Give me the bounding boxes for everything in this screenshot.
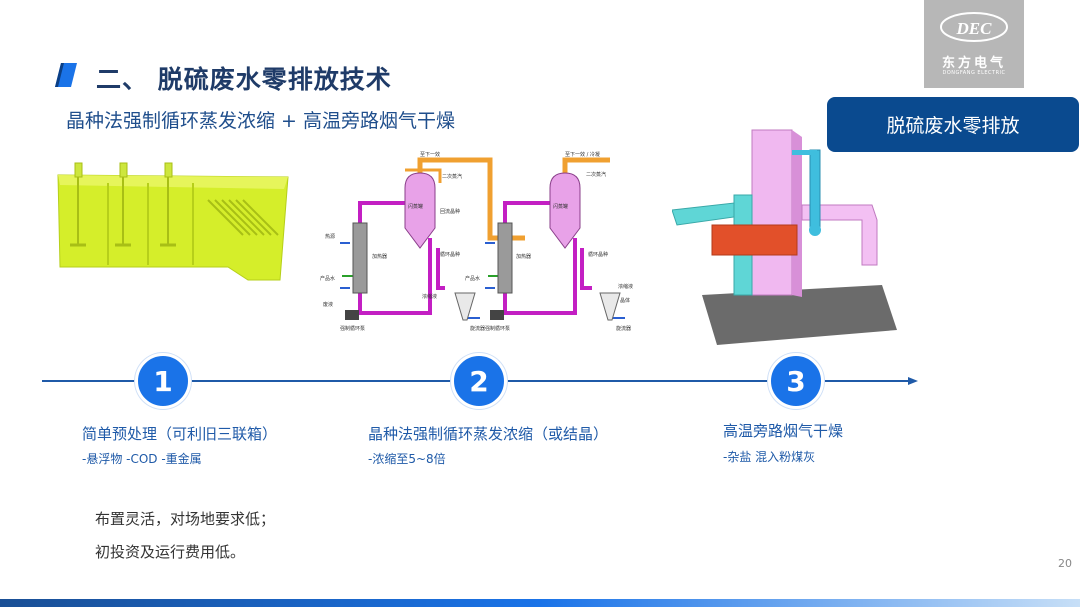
svg-text:二次蒸汽: 二次蒸汽 xyxy=(442,173,462,180)
svg-text:旋流器: 旋流器 xyxy=(470,325,485,332)
step-2-title: 晶种法强制循环蒸发浓缩（或结晶） xyxy=(368,425,609,443)
step-1-badge: 1 xyxy=(135,353,191,409)
note-layout: 布置灵活，对场地要求低； xyxy=(95,510,276,528)
page-title: 二、 脱硫废水零排放技术 xyxy=(96,65,392,94)
step-3-detail: -杂盐 混入粉煤灰 xyxy=(723,450,816,464)
step-2-detail: -浓缩至5~8倍 xyxy=(368,452,446,466)
svg-text:二次蒸汽: 二次蒸汽 xyxy=(586,171,606,178)
svg-text:循环晶种: 循环晶种 xyxy=(588,251,608,258)
company-logo: DEC 东方电气 DONGFANG ELECTRIC xyxy=(924,0,1024,88)
svg-text:浓缩液: 浓缩液 xyxy=(618,283,633,290)
evaporation-process-diagram: 至下一效 至下一效 / 冷凝 二次蒸汽 二次蒸汽 闪蒸罐 闪蒸罐 热源 加热器 … xyxy=(320,151,633,332)
svg-text:热源: 热源 xyxy=(325,233,335,240)
page-subtitle: 晶种法强制循环蒸发浓缩 + 高温旁路烟气干燥 xyxy=(66,110,456,132)
svg-text:旋流器: 旋流器 xyxy=(616,325,631,332)
dec-logo-icon: DEC xyxy=(940,12,1008,42)
title-marker-icon xyxy=(55,63,77,87)
svg-text:至下一效 / 冷凝: 至下一效 / 冷凝 xyxy=(565,151,600,158)
svg-text:强制循环泵: 强制循环泵 xyxy=(485,325,510,332)
svg-text:回流晶种: 回流晶种 xyxy=(440,208,460,215)
footer-bar xyxy=(0,599,1080,607)
step-2-badge: 2 xyxy=(451,353,507,409)
svg-text:废液: 废液 xyxy=(323,301,333,308)
svg-text:闪蒸罐: 闪蒸罐 xyxy=(553,203,568,210)
step-3-title: 高温旁路烟气干燥 xyxy=(723,422,844,440)
svg-text:浓缩液: 浓缩液 xyxy=(422,293,437,300)
svg-text:强制循环泵: 强制循环泵 xyxy=(340,325,365,332)
svg-text:闪蒸罐: 闪蒸罐 xyxy=(408,203,423,210)
zero-discharge-banner: 脱硫废水零排放 xyxy=(827,97,1079,152)
svg-text:循环晶种: 循环晶种 xyxy=(440,251,460,258)
svg-text:至下一效: 至下一效 xyxy=(420,151,440,158)
step-1-detail: -悬浮物 -COD -重金属 xyxy=(82,452,202,466)
page-number: 20 xyxy=(1058,557,1072,570)
svg-text:加热器: 加热器 xyxy=(372,253,387,260)
bypass-drying-tower-image xyxy=(672,129,897,345)
svg-text:产品水: 产品水 xyxy=(320,275,335,282)
note-cost: 初投资及运行费用低。 xyxy=(95,543,246,561)
step-3-badge: 3 xyxy=(768,353,824,409)
pretreatment-tank-image xyxy=(57,162,289,281)
logo-mark: DEC xyxy=(956,19,993,38)
svg-text:晶体: 晶体 xyxy=(620,297,630,304)
svg-text:产品水: 产品水 xyxy=(465,275,480,282)
logo-subtext: DONGFANG ELECTRIC xyxy=(942,70,1006,76)
step-1-title: 简单预处理（可利旧三联箱） xyxy=(82,425,278,443)
svg-text:加热器: 加热器 xyxy=(516,253,531,260)
logo-text: 东方电气 xyxy=(941,56,1006,71)
